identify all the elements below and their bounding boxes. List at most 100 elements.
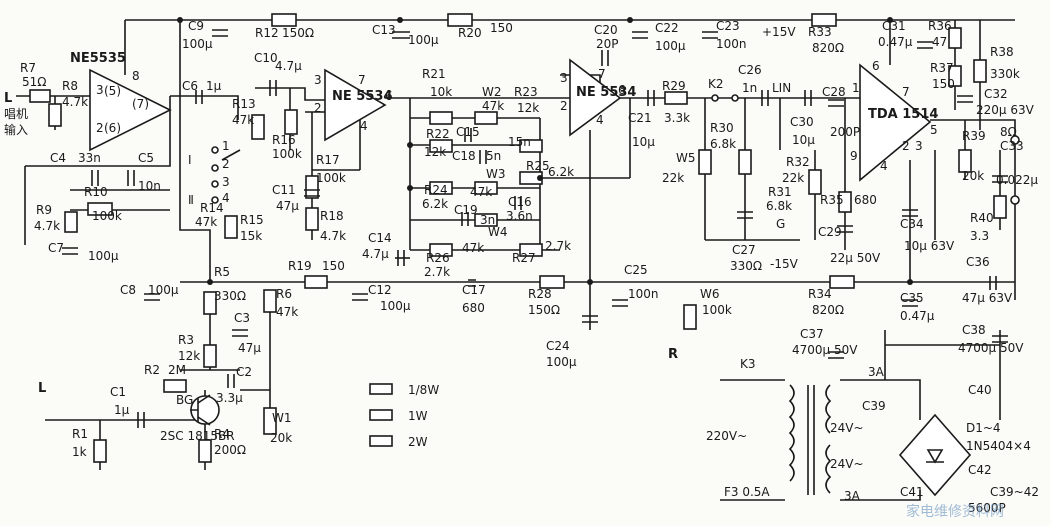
label-switch-pin-3: 3 (222, 175, 230, 189)
capacitor-c16 (514, 196, 522, 210)
label-c9-val: 100μ (182, 37, 213, 51)
label-r19-val: 150 (322, 259, 345, 273)
opamp-ic1: NE5535 3 (5) (7) 2 (6) 8 (70, 51, 172, 152)
label-r40-ref: R40 (970, 211, 994, 225)
label-r1-ref: R1 (72, 427, 88, 441)
capacitor-c2 (227, 374, 235, 388)
label-plus15: +15V (762, 25, 796, 39)
capacitor-c12 (352, 293, 368, 301)
label-c30-ref: C30 (790, 115, 814, 129)
capacitor-c21 (647, 90, 655, 106)
label-input-text-2: 输入 (4, 122, 28, 137)
label-r2-val: 2M (168, 363, 186, 377)
label-w2-val: 47k (482, 99, 504, 113)
label-c10-ref: C10 (254, 51, 278, 65)
label-ac24-bottom: 24V~ (830, 457, 864, 471)
label-c6-val: 1μ (206, 79, 222, 93)
resistor-r26 (429, 243, 453, 257)
resistor-r18 (305, 207, 319, 231)
resistor-r13 (251, 114, 265, 140)
label-c14-val: 4.7μ (362, 247, 389, 261)
label-channel-l: L (38, 381, 46, 396)
label-r33-ref: R33 (808, 25, 832, 39)
resistor-r38 (973, 59, 987, 83)
label-w1-val: 20k (270, 431, 292, 445)
label-c23-ref: C23 (716, 19, 740, 33)
label-r26-val: 2.7k (424, 265, 450, 279)
label-c36-val: 47μ 63V (962, 291, 1013, 305)
label-c36-ref: C36 (966, 255, 990, 269)
tda-pin-f: 4 (880, 159, 888, 173)
label-c4-val: 33n (78, 151, 101, 165)
label-lin: LIN (772, 81, 791, 95)
label-r6-val: 47k (276, 305, 298, 319)
capacitor-c14 (397, 250, 405, 266)
resistor-r33 (811, 13, 837, 27)
label-r9-val: 4.7k (34, 219, 60, 233)
bridge-rectifier (898, 413, 972, 497)
label-c35-val: 0.47μ (900, 309, 935, 323)
label-r20-val: 150 (490, 21, 513, 35)
label-r24-val: 6.2k (422, 197, 448, 211)
component-symbols (29, 13, 1020, 497)
label-r4-val: 200Ω (214, 443, 246, 457)
label-c34-ref: C34 (900, 217, 924, 231)
capacitor-c7 (62, 247, 78, 255)
label-input-channel: L (4, 91, 12, 106)
label-r6-ref: R6 (276, 287, 292, 301)
label-c29-val: 22μ 50V (830, 251, 881, 265)
capacitor-c8 (144, 293, 160, 301)
capacitor-c6 (195, 90, 203, 104)
resistor-r37 (948, 65, 962, 87)
transistor-bg (190, 394, 220, 426)
label-minus15: -15V (770, 257, 799, 271)
label-c38-val: 4700μ 50V (958, 341, 1024, 355)
label-r14-ref: R14 (200, 201, 224, 215)
label-c6-ref: C6 (182, 79, 198, 93)
label-input-text-1: 唱机 (4, 107, 28, 121)
label-r37-ref: R37 (930, 61, 954, 75)
label-c33-val: 0.022μ (996, 173, 1038, 187)
ic1-pin-c: (7) (132, 97, 149, 111)
transformer (788, 384, 832, 495)
ic2-pin-b: 2 (314, 101, 322, 115)
label-c23-val: 100n (716, 37, 747, 51)
label-switch-pin-1: 1 (222, 139, 230, 153)
label-c18-ref: C18 (452, 149, 476, 163)
label-c40: C40 (968, 383, 992, 397)
label-r22-val: 12k (424, 145, 446, 159)
label-r1-val: 1k (72, 445, 87, 459)
label-c1-val: 1μ (114, 403, 130, 417)
resistor-r4 (198, 439, 212, 463)
switch-k2 (711, 94, 739, 102)
capacitor-c31 (917, 41, 933, 49)
tda-pin-c: 7 (902, 85, 910, 99)
label-c21-ref: C21 (628, 111, 652, 125)
label-switch-pos-1: Ⅰ (188, 153, 192, 167)
capacitor-c5 (127, 170, 135, 186)
capacitor-c29 (837, 225, 853, 233)
ic2-pin-d: 6 (385, 89, 393, 103)
label-r15-val: 15k (240, 229, 262, 243)
label-c38-ref: C38 (962, 323, 986, 337)
ic1-pin-d: 2 (96, 121, 104, 135)
label-c4-ref: C4 (50, 151, 66, 165)
label-c14-ref: C14 (368, 231, 392, 245)
legend-resistor-1w (369, 409, 393, 421)
resistor-r8 (48, 103, 62, 127)
capacitor-c9 (212, 29, 228, 37)
label-c35-ref: C35 (900, 291, 924, 305)
label-c32-val: 220μ 63V (976, 103, 1035, 117)
label-r37-val: 150 (932, 77, 955, 91)
resistor-w4 (474, 213, 498, 227)
label-r2-ref: R2 (144, 363, 160, 377)
legend-label-1w: 1W (408, 409, 428, 423)
label-w4-val: 47k (462, 241, 484, 255)
ic3-pin-b: 2 (560, 99, 568, 113)
label-c8-val: 100μ (148, 283, 179, 297)
label-c10-val: 4.7μ (275, 59, 302, 73)
label-c13-val: 100μ (408, 33, 439, 47)
label-c26-val: 1n (742, 81, 757, 95)
watermark: 家电维修资料网 (906, 503, 1004, 520)
label-r29-val: 3.3k (664, 111, 690, 125)
